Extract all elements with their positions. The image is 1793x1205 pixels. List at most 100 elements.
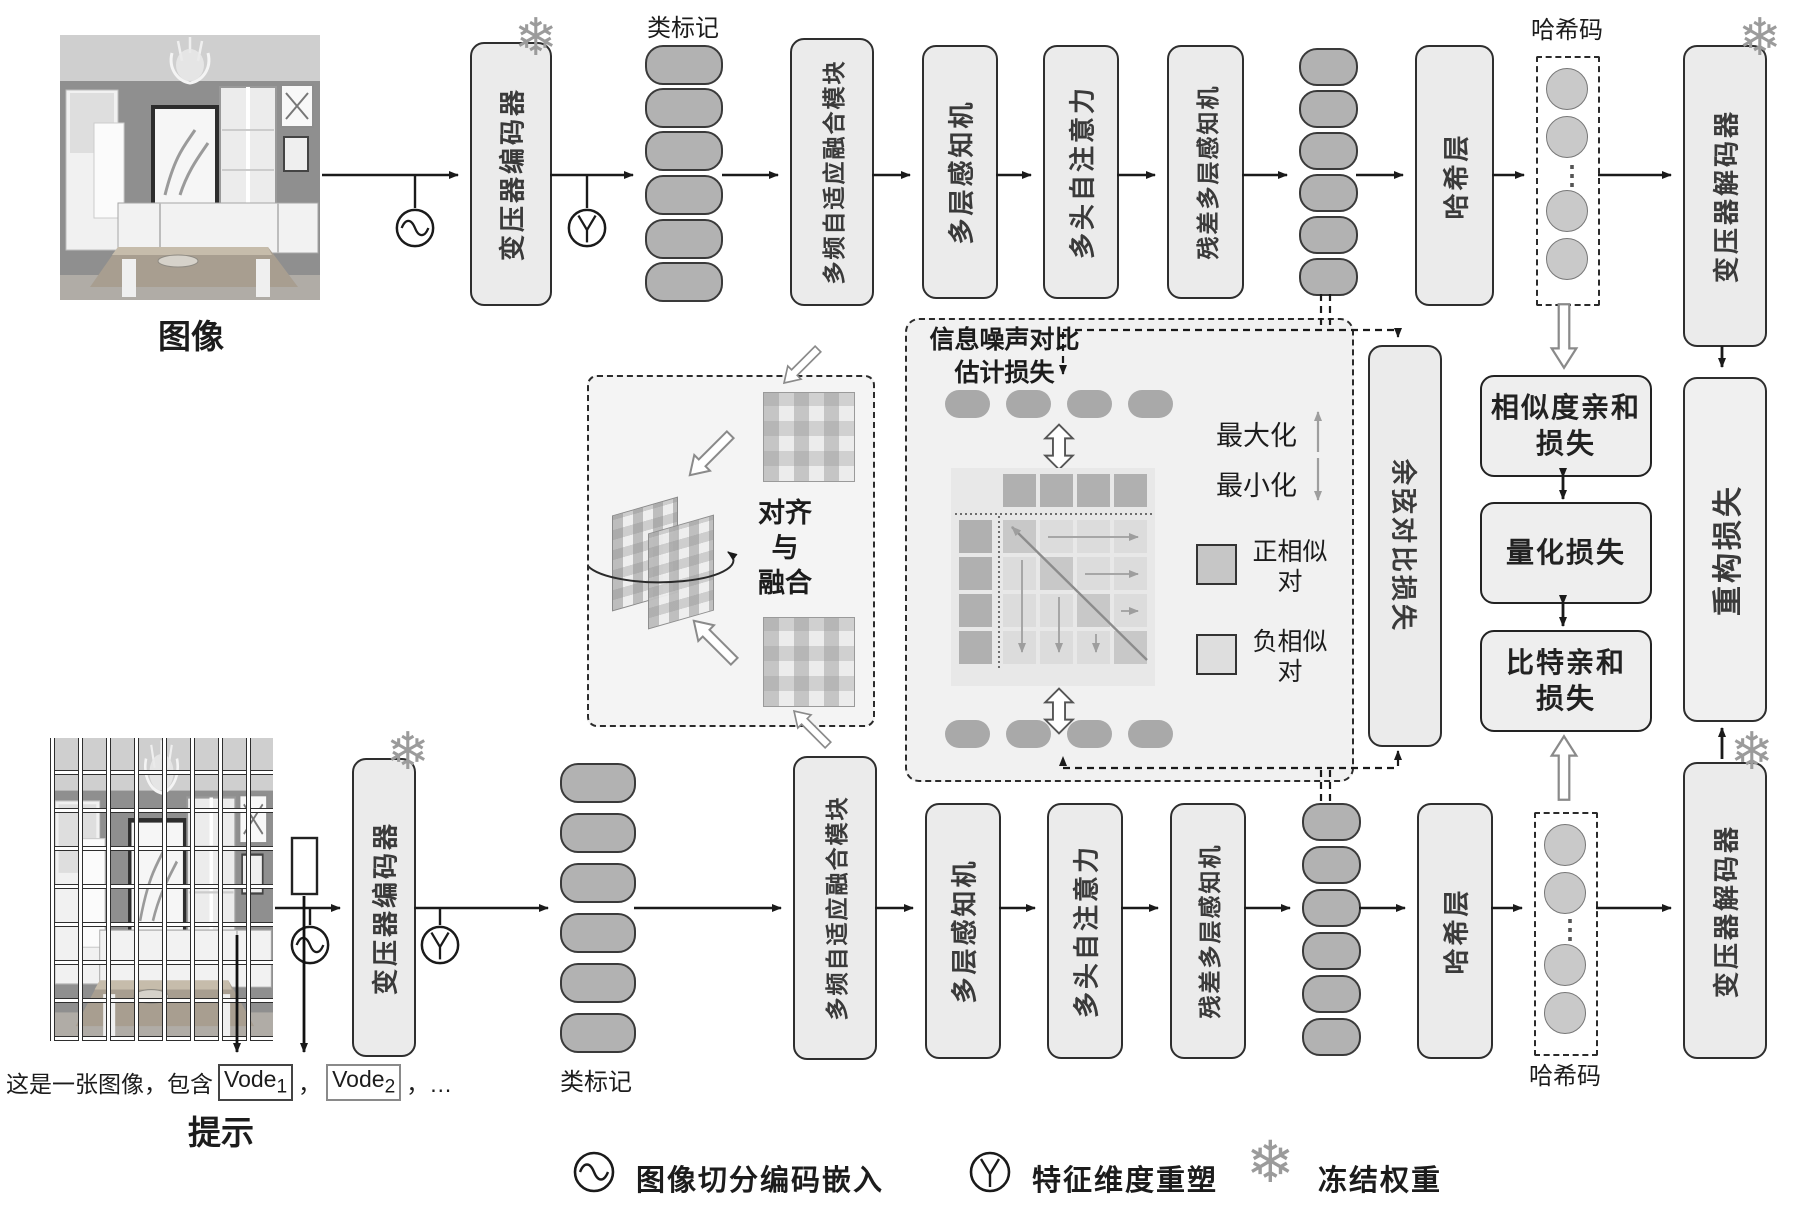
contrast-token	[1067, 720, 1112, 748]
snowflake-icon: ❄	[1738, 9, 1782, 67]
contrast-token	[945, 720, 990, 748]
legend-frozen: 冻结权重	[1318, 1165, 1443, 1197]
prompt-text: 这是一张图像，包含 Vode1 ， Vode2 ，…	[6, 1064, 452, 1101]
matrix-cell	[1040, 520, 1073, 553]
hash-bit	[1546, 68, 1588, 110]
matrix-header-cell	[959, 557, 992, 590]
module-image-fusion: 多频自适应融合模块	[790, 38, 874, 306]
token-oval	[1299, 216, 1358, 254]
matrix-cell	[1114, 557, 1147, 590]
matrix-cell	[1040, 631, 1073, 664]
matrix-cell-diagonal	[1040, 557, 1073, 590]
loss-label: 余弦对比损失	[1388, 458, 1419, 634]
loss-reconstruction: 重构损失	[1683, 377, 1767, 722]
hash-code-label-top: 哈希码	[1531, 17, 1603, 44]
module-image-mlp: 多层感知机	[922, 45, 998, 299]
snowflake-icon: ❄	[514, 9, 558, 67]
hash-code-label-bottom: 哈希码	[1529, 1063, 1601, 1090]
reshape-icon	[969, 1151, 1011, 1193]
align-fusion-label: 对齐 与 融合	[758, 498, 812, 598]
input-image	[60, 35, 320, 300]
token-oval	[560, 813, 636, 853]
token-oval	[1302, 889, 1361, 927]
module-text-resmlp: 残差多层感知机	[1170, 803, 1246, 1059]
contrast-token	[1128, 720, 1173, 748]
patch-embed-icon	[573, 1151, 615, 1193]
module-image-hash-layer: 哈希层	[1415, 45, 1494, 306]
module-text-fusion: 多频自适应融合模块	[793, 756, 877, 1060]
hash-bit	[1544, 824, 1586, 866]
class-token-label-bottom: 类标记	[560, 1069, 632, 1096]
matrix-cell-diagonal	[1114, 631, 1147, 664]
module-image-encoder: 变压器编码器	[470, 42, 552, 306]
wave-circle-icon	[290, 925, 330, 965]
token-oval	[560, 763, 636, 803]
positive-pair-square	[1196, 544, 1237, 585]
module-label: 哈希层	[1441, 131, 1471, 220]
matrix-header-cell	[959, 631, 992, 664]
module-text-encoder: 变压器编码器	[352, 758, 416, 1057]
matrix-cell	[1040, 594, 1073, 627]
token-oval	[560, 913, 636, 953]
token-oval	[1302, 975, 1361, 1013]
matrix-cell	[1077, 631, 1110, 664]
module-text-hash-layer: 哈希层	[1417, 803, 1493, 1059]
wave-circle-icon	[395, 208, 435, 248]
token-oval	[645, 88, 723, 128]
double-arrow-icon	[1044, 423, 1074, 471]
token-oval	[1299, 132, 1358, 170]
module-label: 变压器编码器	[370, 820, 401, 995]
prompt-suffix: ，…	[406, 1071, 453, 1098]
module-label: 多头自注意力	[1067, 84, 1098, 260]
module-text-mlp: 多层感知机	[925, 803, 1001, 1059]
token-oval	[1302, 846, 1361, 884]
hash-bit	[1546, 190, 1588, 232]
module-label: 多层感知机	[946, 99, 977, 245]
legend-patch-embed: 图像切分编码嵌入	[636, 1165, 885, 1197]
matrix-cell	[1077, 520, 1110, 553]
prompt-sep: ，	[298, 1071, 322, 1098]
token-oval	[645, 45, 723, 85]
module-image-attention: 多头自注意力	[1043, 45, 1119, 299]
contrast-token	[1006, 390, 1051, 418]
prompt-prefix: 这是一张图像，包含	[6, 1071, 213, 1098]
module-label: 哈希层	[1441, 887, 1472, 975]
patch-highlight	[290, 836, 319, 896]
snowflake-icon: ❄	[1246, 1130, 1295, 1195]
loss-label: 相似度亲和	[1490, 392, 1641, 423]
contrast-token	[1006, 720, 1051, 748]
matrix-cell	[1114, 594, 1147, 627]
matrix-header-cell	[959, 520, 992, 553]
module-image-decoder: 变压器解码器	[1683, 45, 1767, 347]
block-arrow-icon	[1550, 735, 1578, 801]
class-token-label-top: 类标记	[647, 15, 719, 42]
contrast-token	[1067, 390, 1112, 418]
module-label: 多层感知机	[949, 858, 980, 1004]
module-label: 变压器编码器	[497, 86, 528, 262]
infonce-title: 信息噪声对比 估计损失	[929, 326, 1080, 387]
module-label: 残差多层感知机	[1197, 843, 1223, 1019]
contrast-token	[1128, 390, 1173, 418]
loss-label: 重构损失	[1712, 483, 1745, 616]
token-oval	[1299, 258, 1358, 296]
positive-pair-label: 正相似 对	[1252, 538, 1328, 596]
double-arrow-icon	[1044, 687, 1074, 735]
negative-pair-square	[1196, 634, 1237, 675]
hash-bit	[1546, 238, 1588, 280]
module-text-decoder: 变压器解码器	[1683, 762, 1767, 1059]
hash-code-column-bottom	[1534, 812, 1598, 1056]
token-oval	[1299, 48, 1358, 86]
loss-bit-affinity: 比特亲和 损失	[1480, 630, 1652, 732]
loss-label: 量化损失	[1505, 537, 1626, 568]
loss-label: 损失	[1535, 428, 1596, 459]
loss-label: 比特亲和	[1505, 647, 1626, 678]
minimize-label: 最小化	[1216, 471, 1297, 501]
matrix-header-cell	[959, 594, 992, 627]
snowflake-icon: ❄	[1730, 723, 1774, 781]
patch-grid-overlay	[50, 738, 273, 1041]
token-oval	[560, 1013, 636, 1053]
module-label: 多频自适应融合模块	[821, 59, 847, 285]
matrix-header-cell	[1077, 474, 1110, 507]
module-label: 多头自注意力	[1071, 843, 1102, 1019]
ellipsis: ⋮	[1559, 160, 1585, 190]
